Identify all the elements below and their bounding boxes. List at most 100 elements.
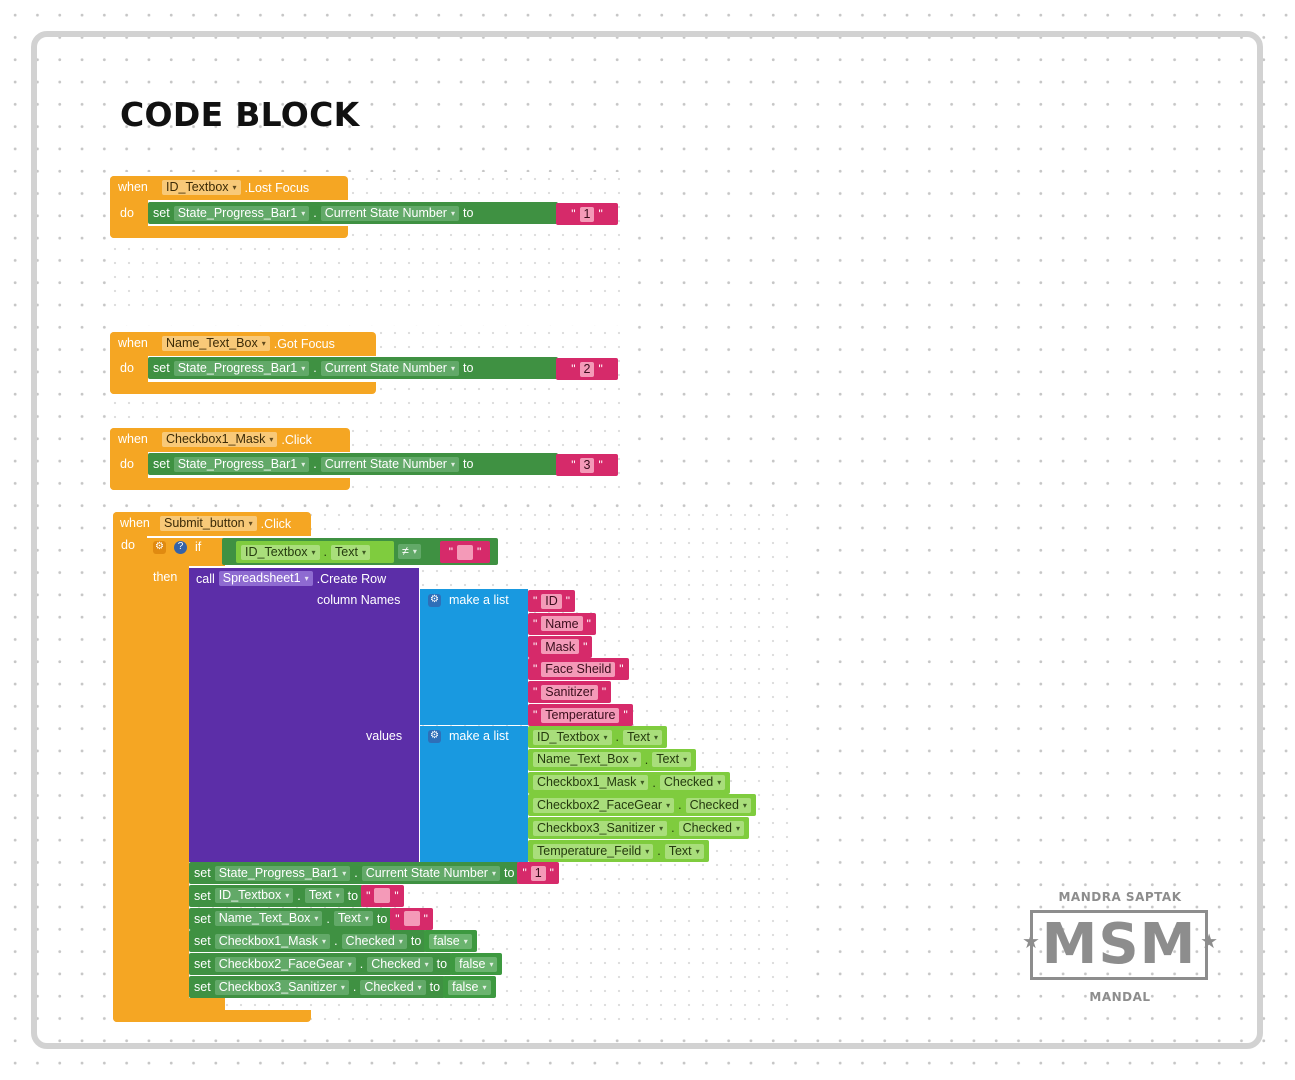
column-name-text-block[interactable]: "Face Sheild" bbox=[528, 658, 629, 681]
getter-block[interactable]: ID_Textbox▾.Text▾ bbox=[528, 726, 667, 748]
make-list-block[interactable] bbox=[420, 726, 528, 862]
operator-dropdown[interactable]: ≠▾ bbox=[398, 544, 421, 559]
text-value[interactable]: Name bbox=[541, 616, 583, 632]
call-create-row-block[interactable] bbox=[189, 568, 419, 862]
component-dropdown[interactable]: Checkbox1_Mask▾ bbox=[162, 432, 278, 447]
target-dropdown[interactable]: Checkbox1_Mask▾ bbox=[214, 933, 331, 949]
component-dropdown[interactable]: ID_Textbox▾ bbox=[533, 729, 612, 745]
text-value[interactable] bbox=[374, 888, 391, 904]
component-dropdown[interactable]: Spreadsheet1▾ bbox=[218, 571, 313, 586]
property-dropdown[interactable]: Checked▾ bbox=[360, 979, 426, 995]
text-value[interactable]: Sanitizer bbox=[541, 684, 598, 700]
component-dropdown[interactable]: Name_Text_Box▾ bbox=[162, 336, 270, 351]
set-keyword: set bbox=[153, 361, 170, 375]
getter-block[interactable]: Temperature_Feild▾.Text▾ bbox=[528, 840, 709, 862]
component-dropdown[interactable]: ID_Textbox▾ bbox=[241, 544, 320, 560]
target-dropdown[interactable]: Checkbox3_Sanitizer▾ bbox=[214, 979, 349, 995]
value-dropdown[interactable]: false▾ bbox=[429, 933, 472, 949]
target-dropdown[interactable]: ID_Textbox▾ bbox=[214, 888, 294, 904]
text-literal-block[interactable]: "" bbox=[390, 907, 433, 930]
text-value[interactable] bbox=[403, 911, 420, 927]
property-dropdown[interactable]: Checked▾ bbox=[685, 797, 751, 813]
logic-false-block[interactable]: false▾ bbox=[424, 930, 477, 953]
gear-icon[interactable]: ⚙ bbox=[428, 729, 441, 743]
property-dropdown[interactable]: Checked▾ bbox=[341, 933, 407, 949]
text-literal-block[interactable]: "2" bbox=[556, 358, 618, 380]
getter-block[interactable]: Checkbox3_Sanitizer▾.Checked▾ bbox=[528, 817, 749, 840]
make-list-block[interactable] bbox=[420, 589, 528, 725]
text-value[interactable]: 2 bbox=[579, 361, 595, 377]
target-dropdown[interactable]: State_Progress_Bar1▾ bbox=[173, 360, 310, 376]
text-value[interactable]: 3 bbox=[579, 457, 595, 473]
column-name-text-block[interactable]: "ID" bbox=[528, 590, 576, 612]
chevron-down-icon: ▾ bbox=[301, 208, 306, 218]
target-dropdown[interactable]: Name_Text_Box▾ bbox=[214, 911, 323, 927]
empty-text-block[interactable]: "" bbox=[440, 541, 490, 563]
property-dropdown[interactable]: Text▾ bbox=[664, 843, 704, 859]
component-dropdown[interactable]: Submit_button▾ bbox=[160, 516, 257, 531]
setter-block[interactable]: set State_Progress_Bar1▾ . Current State… bbox=[148, 202, 558, 224]
value-dropdown[interactable]: false▾ bbox=[455, 956, 498, 972]
text-literal-block[interactable]: "" bbox=[361, 884, 404, 907]
getter-block[interactable]: Checkbox1_Mask▾.Checked▾ bbox=[528, 771, 731, 794]
component-dropdown[interactable]: Temperature_Feild▾ bbox=[533, 843, 654, 859]
text-literal-block[interactable]: "1" bbox=[517, 862, 559, 884]
text-literal-block[interactable]: "1" bbox=[556, 203, 618, 225]
component-dropdown[interactable]: Name_Text_Box▾ bbox=[533, 752, 641, 768]
text-value[interactable]: Face Sheild bbox=[541, 661, 616, 677]
property-dropdown[interactable]: Text▾ bbox=[652, 752, 692, 768]
getter-block[interactable]: ID_Textbox▾ . Text▾ bbox=[236, 541, 394, 563]
text-value[interactable]: ID bbox=[541, 593, 562, 609]
help-icon[interactable]: ? bbox=[174, 540, 187, 554]
component-dropdown[interactable]: Checkbox1_Mask▾ bbox=[533, 775, 649, 791]
column-name-text-block[interactable]: "Mask" bbox=[528, 635, 593, 658]
property-dropdown[interactable]: Current State Number▾ bbox=[320, 360, 459, 376]
target-dropdown[interactable]: State_Progress_Bar1▾ bbox=[214, 865, 351, 881]
property-dropdown[interactable]: Current State Number▾ bbox=[320, 456, 459, 472]
dot: . bbox=[323, 545, 328, 559]
property-dropdown[interactable]: Current State Number▾ bbox=[320, 205, 459, 221]
property-dropdown[interactable]: Text▾ bbox=[331, 544, 370, 560]
component-dropdown[interactable]: Checkbox3_Sanitizer▾ bbox=[533, 820, 668, 836]
getter-block[interactable]: Checkbox2_FaceGear▾.Checked▾ bbox=[528, 794, 756, 817]
target-dropdown[interactable]: Checkbox2_FaceGear▾ bbox=[214, 956, 356, 972]
logic-false-block[interactable]: false▾ bbox=[450, 953, 503, 976]
target-dropdown[interactable]: State_Progress_Bar1▾ bbox=[173, 456, 310, 472]
logic-false-block[interactable]: false▾ bbox=[443, 976, 496, 998]
text-value[interactable]: 1 bbox=[579, 206, 595, 222]
text-value[interactable] bbox=[457, 544, 473, 560]
property-dropdown[interactable]: Checked▾ bbox=[678, 820, 744, 836]
property-dropdown[interactable]: Checked▾ bbox=[659, 775, 726, 791]
chevron-down-icon: ▾ bbox=[645, 846, 650, 856]
property-dropdown[interactable]: Text▾ bbox=[304, 888, 344, 904]
component-dropdown[interactable]: ID_Textbox▾ bbox=[162, 180, 241, 195]
property-dropdown[interactable]: Checked▾ bbox=[367, 956, 433, 972]
text-value[interactable]: Mask bbox=[541, 639, 580, 655]
setter-block[interactable]: set State_Progress_Bar1▾ . Current State… bbox=[148, 453, 558, 475]
property-dropdown[interactable]: Text▾ bbox=[623, 729, 662, 745]
component-dropdown[interactable]: Checkbox2_FaceGear▾ bbox=[533, 797, 675, 813]
column-name-text-block[interactable]: "Name" bbox=[528, 612, 596, 635]
quote-close: " bbox=[565, 594, 571, 608]
getter-block[interactable]: Name_Text_Box▾.Text▾ bbox=[528, 748, 697, 771]
text-literal-block[interactable]: "3" bbox=[556, 454, 618, 476]
property-dropdown[interactable]: Text▾ bbox=[333, 911, 373, 927]
gear-icon[interactable]: ⚙ bbox=[428, 593, 441, 607]
text-value[interactable]: Temperature bbox=[541, 707, 620, 723]
text-value[interactable]: 1 bbox=[530, 865, 546, 881]
dot: . bbox=[352, 980, 357, 994]
setter-block[interactable]: set State_Progress_Bar1▾ . Current State… bbox=[148, 357, 558, 379]
column-name-text-block[interactable]: "Sanitizer" bbox=[528, 681, 612, 704]
value-dropdown[interactable]: false▾ bbox=[448, 979, 491, 995]
quote-close: " bbox=[601, 685, 607, 700]
target-dropdown[interactable]: State_Progress_Bar1▾ bbox=[173, 205, 310, 221]
column-name-text-block[interactable]: "Temperature" bbox=[528, 704, 633, 726]
gear-icon[interactable]: ⚙ bbox=[153, 540, 166, 554]
property-dropdown[interactable]: Current State Number▾ bbox=[361, 865, 500, 881]
